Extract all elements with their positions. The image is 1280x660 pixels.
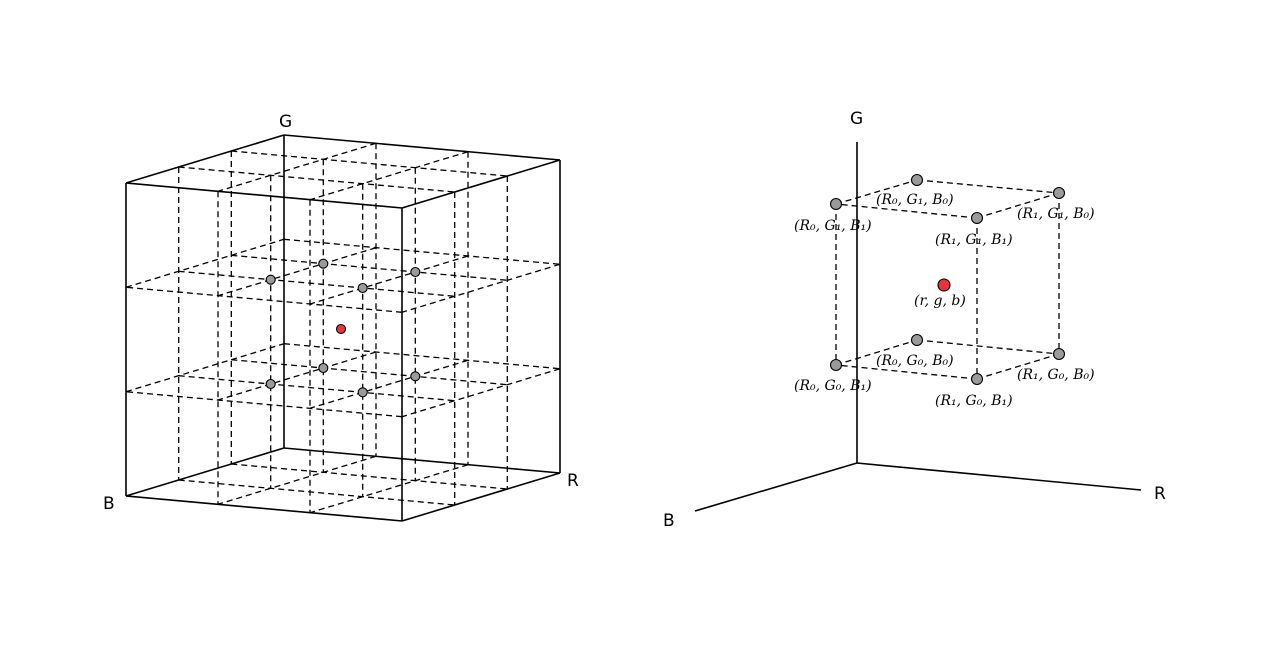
lut-cell-node — [410, 371, 421, 382]
lut-cell-node — [357, 282, 368, 294]
left-axis-label-b: B — [103, 494, 115, 514]
target-point — [937, 278, 951, 292]
corner-node-r0g1b0 — [910, 173, 924, 187]
corner-node-r1g1b1 — [970, 211, 984, 225]
interpolation-cell-panel: G R B (r, g, b) — [663, 109, 1166, 531]
right-axis-label-g: G — [850, 109, 863, 129]
target-point-label: (r, g, b) — [914, 293, 966, 309]
lut-cube-frame — [125, 134, 561, 522]
right-axis-b — [694, 462, 858, 512]
interpolation-cell-edges — [835, 179, 1060, 380]
corner-label-r0g1b0: (R₀, G₁, B₀) — [876, 192, 954, 208]
corner-label-r0g1b1: (R₀, G₁, B₁) — [794, 218, 872, 234]
corner-label-r0g0b1: (R₀, G₀, B₁) — [794, 378, 872, 394]
lut-cell-node — [357, 387, 368, 398]
lut-grid-nodes — [265, 258, 421, 398]
corner-label-r1g1b0: (R₁, G₁, B₀) — [1017, 206, 1095, 222]
lut-target-point — [335, 323, 347, 335]
corner-label-r1g1b1: (R₁, G₁, B₁) — [935, 232, 1013, 248]
corner-node-r0g0b0 — [910, 333, 924, 347]
right-axis-label-b: B — [663, 511, 675, 531]
left-axis-label-g: G — [279, 112, 292, 132]
lut-cell-node — [318, 362, 329, 374]
left-axis-label-r: R — [567, 471, 579, 491]
corner-node-r0g0b1 — [829, 358, 843, 372]
lut-cell-node — [265, 378, 276, 390]
corner-label-r0g0b0: (R₀, G₀, B₀) — [876, 353, 954, 369]
corner-label-r1g0b0: (R₁, G₀, B₀) — [1017, 367, 1095, 383]
right-axis-label-r: R — [1154, 484, 1166, 504]
lut-cell-node — [265, 274, 276, 285]
corner-node-r0g1b1 — [829, 197, 843, 211]
corner-node-r1g0b0 — [1052, 347, 1066, 361]
lut-grid-dashed-lines — [125, 142, 561, 514]
corner-label-r1g0b1: (R₁, G₀, B₁) — [935, 393, 1013, 409]
lut-grid-panel: G R B — [103, 112, 579, 522]
right-axis-r — [856, 462, 1142, 491]
corner-node-r1g1b0 — [1052, 186, 1066, 200]
lut-cell-node — [318, 258, 329, 269]
lut-cell-node — [410, 266, 421, 278]
corner-node-r1g0b1 — [970, 372, 984, 386]
